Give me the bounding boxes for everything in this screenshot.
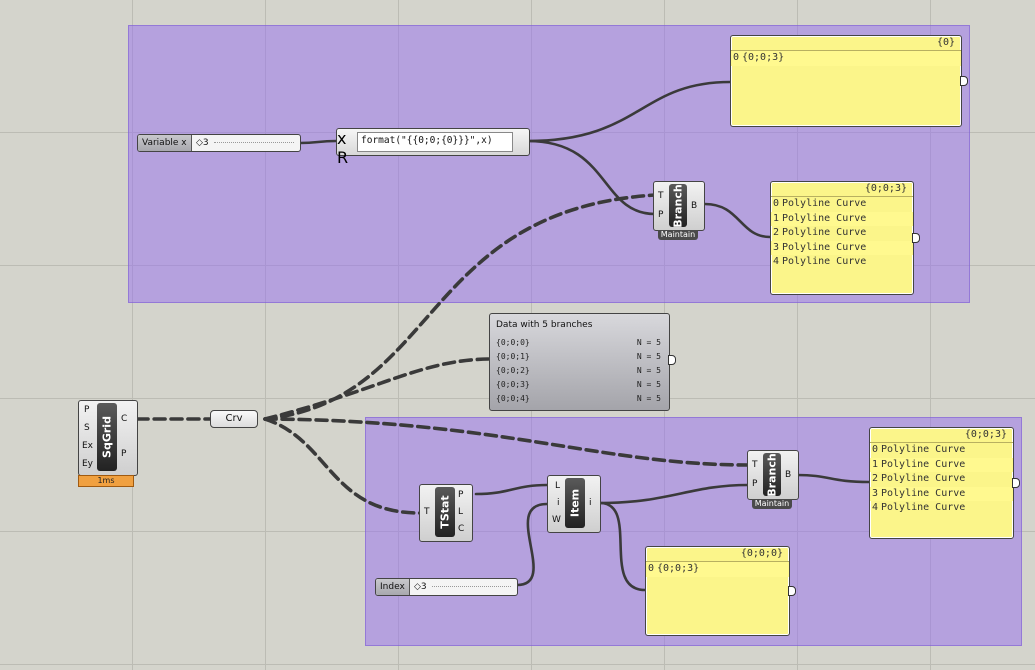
panel-header: {0;0;3}: [771, 182, 913, 197]
viewer-row: {0;0;0}N = 5: [496, 338, 661, 347]
branch-input-p[interactable]: P: [658, 210, 664, 220]
item-input-w[interactable]: W: [552, 515, 561, 525]
branch-bottom-component[interactable]: T P Branch B: [747, 450, 799, 500]
branch-output-b[interactable]: B: [785, 470, 792, 480]
sqgrid-timer: 1ms: [78, 475, 134, 487]
sqgrid-input-ey[interactable]: Ey: [82, 459, 94, 469]
branch-maintain-tag: Maintain: [752, 499, 792, 509]
sqgrid-output-p[interactable]: P: [121, 449, 127, 459]
panel-header: {0}: [731, 36, 961, 51]
wire-item-branch: [598, 483, 750, 505]
expression-input-x[interactable]: x: [337, 129, 347, 148]
panel-top[interactable]: {0} 0{0;0;3}: [730, 35, 962, 127]
list-item-component[interactable]: L i W Item i: [547, 475, 601, 533]
wire-crv-viewer: [263, 357, 491, 421]
viewer-row: {0;0;1}N = 5: [496, 352, 661, 361]
viewer-output[interactable]: [668, 355, 676, 365]
tstat-label: TStat: [435, 487, 455, 537]
panel-header: {0;0;3}: [870, 428, 1013, 443]
expression-formula: format("{{0;0;{0}}}",x): [357, 132, 513, 152]
branch-maintain-tag: Maintain: [658, 230, 698, 240]
tstat-output-c[interactable]: C: [458, 524, 465, 534]
panel-bottom-output[interactable]: [788, 586, 796, 596]
expression-component[interactable]: x format("{{0;0;{0}}}",x) R: [336, 128, 530, 167]
sqgrid-component[interactable]: P S Ex Ey SqGrid C P: [78, 400, 138, 476]
wire-expression-panel: [526, 80, 732, 143]
branch-output-b[interactable]: B: [691, 201, 698, 211]
slider-name: Variable x: [138, 135, 192, 151]
data-viewer[interactable]: Data with 5 branches {0;0;0}N = 5 {0;0;1…: [489, 313, 670, 411]
wire-branch-panel: [703, 202, 772, 239]
slider-track[interactable]: [432, 586, 511, 589]
branch-top-component[interactable]: T P Branch B: [653, 181, 705, 231]
viewer-row: {0;0;4}N = 5: [496, 394, 661, 403]
wire-crv-tstat: [263, 417, 422, 515]
wire-expression-branch: [526, 139, 657, 216]
slider-value: ◇3: [196, 138, 209, 148]
item-input-i[interactable]: i: [557, 498, 560, 508]
wire-crv-branch-bottom: [263, 417, 750, 467]
index-slider[interactable]: Index ◇3: [375, 578, 518, 596]
panel-bottom[interactable]: {0;0;0} 0{0;0;3}: [645, 546, 790, 636]
branch-label: Branch: [763, 453, 781, 496]
branch-input-t[interactable]: T: [752, 460, 758, 470]
sqgrid-input-p[interactable]: P: [84, 405, 90, 415]
sqgrid-output-c[interactable]: C: [121, 414, 128, 424]
sqgrid-input-ex[interactable]: Ex: [82, 441, 94, 451]
slider-track[interactable]: [214, 142, 294, 145]
item-output-i[interactable]: i: [589, 498, 592, 508]
viewer-title: Data with 5 branches: [496, 320, 593, 330]
branch-label: Branch: [669, 184, 687, 227]
wire-index-item: [515, 502, 549, 587]
tstat-output-p[interactable]: P: [458, 490, 464, 500]
panel-header: {0;0;0}: [646, 547, 789, 562]
tstat-output-l[interactable]: L: [458, 507, 464, 517]
wire-item-panel: [598, 501, 647, 592]
item-label: Item: [565, 478, 585, 528]
sqgrid-label: SqGrid: [97, 403, 117, 471]
wire-tstat-item: [474, 483, 549, 496]
sqgrid-input-s[interactable]: S: [84, 423, 90, 433]
wire-branch-panel2: [795, 473, 871, 484]
panel-branch-bottom-output[interactable]: [1012, 478, 1020, 488]
panel-row: 0{0;0;3}: [646, 562, 789, 577]
slider-value: ◇3: [414, 582, 427, 592]
item-input-l[interactable]: L: [555, 481, 561, 491]
tstat-input-t[interactable]: T: [424, 507, 430, 517]
viewer-row: {0;0;3}N = 5: [496, 380, 661, 389]
panel-top-output[interactable]: [960, 76, 968, 86]
slider-name: Index: [376, 579, 410, 595]
crv-parameter[interactable]: Crv: [210, 410, 258, 428]
viewer-row: {0;0;2}N = 5: [496, 366, 661, 375]
wire-slider-expression: [298, 139, 338, 145]
variable-x-slider[interactable]: Variable x ◇3: [137, 134, 301, 152]
branch-input-p[interactable]: P: [752, 479, 758, 489]
expression-output-r[interactable]: R: [337, 148, 349, 167]
wire-crv-branch-top: [263, 193, 657, 421]
panel-branch-top-output[interactable]: [912, 233, 920, 243]
tstat-component[interactable]: T TStat P L C: [419, 484, 473, 542]
branch-input-t[interactable]: T: [658, 191, 664, 201]
panel-row: 0{0;0;3}: [731, 51, 961, 66]
